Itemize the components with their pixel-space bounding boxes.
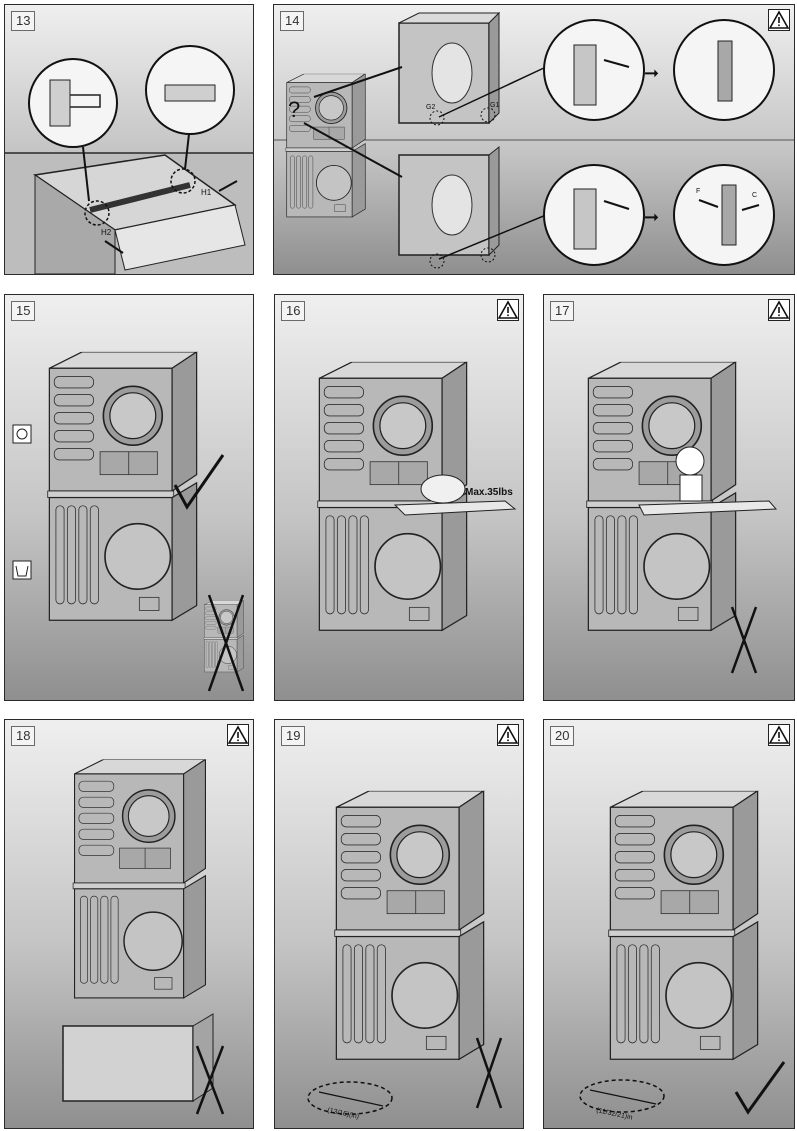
label-g2: G2 xyxy=(426,104,435,111)
step-19-illustration: (13/16)(in) xyxy=(307,720,503,1121)
step-number: 16 xyxy=(281,301,306,321)
step-13-panel: 13 H1 H2 xyxy=(4,4,254,275)
check-mark-icon xyxy=(734,1061,786,1115)
step-20-panel: 20 (11/32/21)in xyxy=(543,719,795,1129)
warning-triangle-icon xyxy=(227,724,249,746)
max-load-label: Max.35lbs xyxy=(465,487,513,498)
cross-mark-icon xyxy=(475,1037,503,1109)
step-18-panel: 18 xyxy=(4,719,254,1129)
laundry-basket xyxy=(420,474,466,504)
step-15-illustration xyxy=(12,295,245,692)
step-19-panel: 19 (13/16)(in) xyxy=(274,719,524,1129)
label-g1: G1 xyxy=(490,102,499,109)
step-17-illustration xyxy=(544,295,778,674)
svg-text:➞: ➞ xyxy=(644,207,659,227)
warning-triangle-icon xyxy=(768,299,790,321)
question-mark: ? xyxy=(288,97,300,122)
step-15-panel: 15 xyxy=(4,294,254,701)
step-14-illustration: ? G2 G1 ➞ ➞ F C xyxy=(274,11,794,269)
step-13-illustration: H1 H2 xyxy=(5,45,253,274)
label-h2: H2 xyxy=(101,228,112,237)
child-figure xyxy=(675,446,705,502)
step-number: 13 xyxy=(11,11,36,31)
check-mark-icon xyxy=(173,454,225,510)
dimension-label: (11/32/21)in xyxy=(596,1107,634,1122)
pedestal xyxy=(62,1025,194,1102)
step-16-illustration: Max.35lbs xyxy=(275,295,517,700)
cross-mark-icon xyxy=(207,594,245,692)
warning-triangle-icon xyxy=(768,724,790,746)
label-c: C xyxy=(752,192,757,199)
dryer-square-circle-icon xyxy=(12,424,32,444)
cross-mark-icon xyxy=(195,1045,225,1115)
svg-text:➞: ➞ xyxy=(644,63,659,83)
step-16-panel: 16 Max.35lbs xyxy=(274,294,524,701)
warning-triangle-icon xyxy=(768,9,790,31)
step-number: 17 xyxy=(550,301,575,321)
dimension-label: (13/16)(in) xyxy=(327,1107,360,1121)
step-number: 14 xyxy=(280,11,305,31)
warning-triangle-icon xyxy=(497,299,519,321)
label-f: F xyxy=(696,188,700,195)
step-number: 19 xyxy=(281,726,306,746)
step-20-illustration: (11/32/21)in xyxy=(579,720,786,1122)
cross-mark-icon xyxy=(730,606,758,674)
warning-triangle-icon xyxy=(497,724,519,746)
step-14-panel: 14 ? G2 G1 ➞ ➞ xyxy=(273,4,795,275)
step-18-illustration xyxy=(62,720,225,1115)
step-number: 20 xyxy=(550,726,575,746)
step-17-panel: 17 xyxy=(543,294,795,701)
step-number: 18 xyxy=(11,726,36,746)
step-number: 15 xyxy=(11,301,36,321)
washer-tub-icon xyxy=(12,560,32,580)
label-h1: H1 xyxy=(201,188,212,197)
